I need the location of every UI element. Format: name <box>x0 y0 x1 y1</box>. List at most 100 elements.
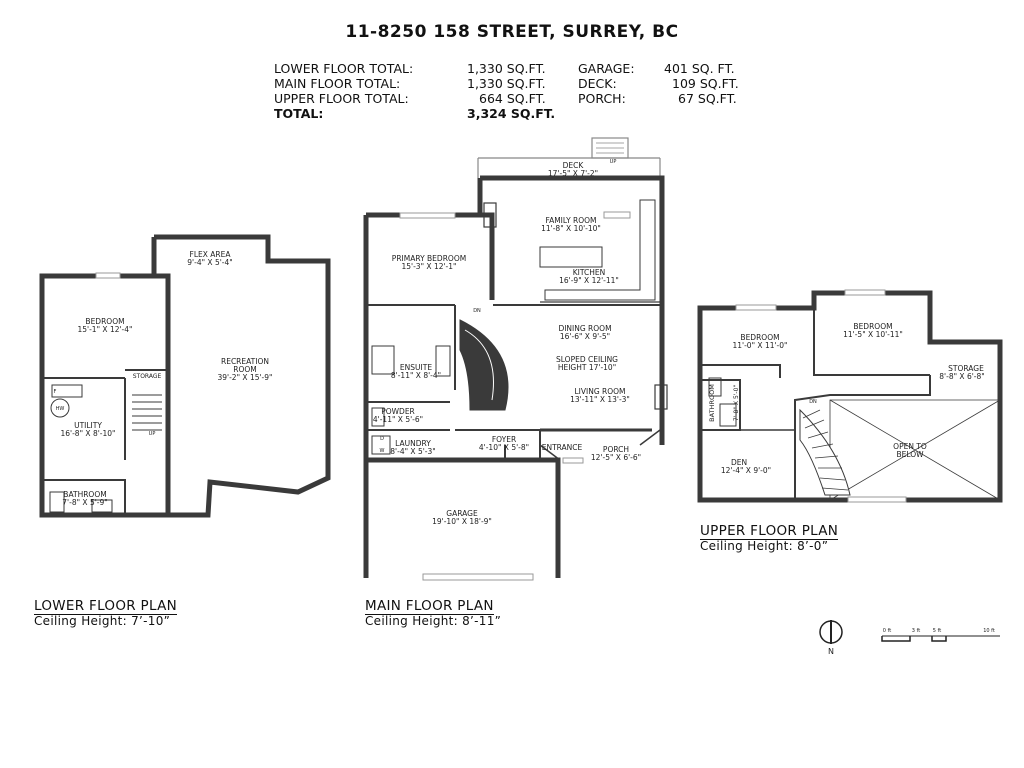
deck-dim: 17'-5" X 7'-2" <box>548 169 598 178</box>
north-arrow: N <box>819 620 843 656</box>
totals-value: 3,324 SQ.FT. <box>467 106 556 121</box>
upper-floor-labels: BEDROOM 11'-0" X 11'-0" BEDROOM 11'-5" X… <box>708 322 985 475</box>
upper-window <box>844 289 886 296</box>
ensuite-dim: 8'-11" X 8'-4" <box>391 371 441 380</box>
ensuite-shower <box>371 345 395 375</box>
totals-label-2: GARAGE: <box>578 61 635 76</box>
main-partition <box>455 429 541 460</box>
open-below-label: BELOW <box>896 450 924 459</box>
deck-up-label: UP <box>610 159 617 165</box>
upper-floor-title: UPPER FLOOR PLAN Ceiling Height: 8’-0” <box>700 523 839 553</box>
upper-partition <box>794 375 931 500</box>
living-fireplace <box>654 384 668 410</box>
primary-bedroom-label: PRIMARY BEDROOM <box>392 254 466 263</box>
fireplace <box>483 202 497 228</box>
flex-area-label: FLEX AREA <box>190 250 232 259</box>
primary-bedroom-dim: 15'-3" X 12'-1" <box>402 262 457 271</box>
lower-hot-water-tank <box>50 398 70 418</box>
scale-tick-3: 3 ft <box>912 628 920 634</box>
laundry-dim: 8'-4" X 5'-3" <box>390 447 435 456</box>
lower-floor-title: LOWER FLOOR PLAN Ceiling Height: 7’-10” <box>34 598 178 628</box>
family-room-dim: 11'-8" X 10'-10" <box>541 224 601 233</box>
upper-bedroom-1-dim: 11'-0" X 11'-0" <box>733 341 788 350</box>
upper-stair-treads <box>802 409 849 491</box>
upper-bedroom-2-label: BEDROOM <box>853 322 892 331</box>
upper-window <box>735 304 777 311</box>
totals-label-2: DECK: <box>578 76 617 91</box>
open-to-below-cross <box>829 399 1001 501</box>
main-outer-walls <box>363 215 561 578</box>
lower-storage-label: STORAGE <box>133 373 162 380</box>
totals-label-2: PORCH: <box>578 91 626 106</box>
totals-label: UPPER FLOOR TOTAL: <box>274 91 409 106</box>
garage-dim: 19'-10" X 18'-9" <box>432 517 492 526</box>
deck-stairs <box>591 137 629 159</box>
main-floor-title: MAIN FLOOR PLAN Ceiling Height: 8’-11” <box>365 598 501 628</box>
rec-room-label-1: RECREATION <box>221 357 269 366</box>
entrance-label: ENTRANCE <box>542 443 583 452</box>
kitchen-cabinets <box>544 199 656 301</box>
upper-partition <box>700 308 930 378</box>
utility-dim: 16'-8" X 8'-10" <box>61 429 116 438</box>
sloped-ceiling-label: SLOPED CEILING <box>556 355 618 364</box>
upper-ceiling-height: Ceiling Height: 8’-0” <box>700 539 829 553</box>
scale-bar: 0 ft 3 ft 5 ft 10 ft <box>881 628 1000 642</box>
kitchen-dim: 16'-9" X 12'-11" <box>559 276 619 285</box>
hw-label: HW <box>56 406 65 412</box>
family-door <box>603 211 631 219</box>
lower-stairs <box>132 394 162 431</box>
upper-outer-walls <box>697 290 1003 503</box>
lower-bathroom-label: BATHROOM <box>63 490 106 499</box>
washer-label: W <box>380 448 385 454</box>
upper-bathroom-dim: 7'-8" X 5'-0" <box>733 385 740 422</box>
powder-label: POWDER <box>381 407 415 416</box>
main-ceiling-height: Ceiling Height: 8’-11” <box>365 614 502 628</box>
upper-bath-toilet <box>708 377 722 397</box>
lower-vanity <box>91 499 113 513</box>
main-curved-stairs <box>459 319 509 411</box>
upper-curved-stairs <box>799 408 851 496</box>
primary-window <box>399 212 456 219</box>
furnace-label: F <box>54 389 57 395</box>
living-room-dim: 13'-11" X 13'-3" <box>570 395 630 404</box>
lower-rec-walls <box>120 234 331 518</box>
upper-floor-plan <box>697 289 1003 503</box>
flex-area-dim: 9'-4" X 5'-4" <box>187 258 232 267</box>
lower-toilet <box>49 491 65 513</box>
upper-stairs-dn-label: DN <box>809 399 817 405</box>
totals-value: 664 SQ.FT. <box>479 91 546 106</box>
upper-bathroom-label: BATHROOM <box>708 384 716 422</box>
entrance-walls <box>539 429 661 461</box>
den-dim: 12'-4" X 9'-0" <box>721 466 771 475</box>
lower-ceiling-height: Ceiling Height: 7’-10” <box>34 614 171 628</box>
lower-floor-plan-name: LOWER FLOOR PLAN <box>34 598 178 615</box>
lower-furnace <box>51 384 83 398</box>
totals-label: LOWER FLOOR TOTAL: <box>274 61 414 76</box>
lower-bedroom-dim: 15'-1" X 12'-4" <box>78 325 133 334</box>
scale-tick-0: 0 ft <box>883 628 891 634</box>
north-label: N <box>828 647 834 656</box>
ensuite-vanity <box>435 345 451 377</box>
laundry-label: LAUNDRY <box>395 439 431 448</box>
rec-room-dim: 39'-2" X 15'-9" <box>218 373 273 382</box>
den-label: DEN <box>731 458 747 467</box>
entrance-door <box>562 457 584 464</box>
utility-label: UTILITY <box>74 421 102 430</box>
main-floor-plan-name: MAIN FLOOR PLAN <box>365 598 494 615</box>
powder-toilet <box>371 407 385 427</box>
main-partition <box>366 401 450 431</box>
dryer-label: D <box>380 436 384 442</box>
upper-bedroom-2-dim: 11'-5" X 10'-11" <box>843 330 903 339</box>
main-partition <box>366 304 456 390</box>
scale-tick-5: 5 ft <box>933 628 941 634</box>
property-address: 11-8250 158 STREET, SURREY, BC <box>345 22 679 42</box>
powder-dim: 4'-11" X 5'-6" <box>373 415 423 424</box>
upper-window <box>847 496 907 503</box>
ensuite-label: ENSUITE <box>400 363 432 372</box>
scale-tick-10: 10 ft <box>983 628 995 634</box>
sloped-ceiling-height: HEIGHT 17'-10" <box>558 363 616 372</box>
totals-value-2: 109 SQ.FT. <box>672 76 739 91</box>
dining-room-label: DINING ROOM <box>558 324 611 333</box>
upper-storage-label: STORAGE <box>948 364 984 373</box>
